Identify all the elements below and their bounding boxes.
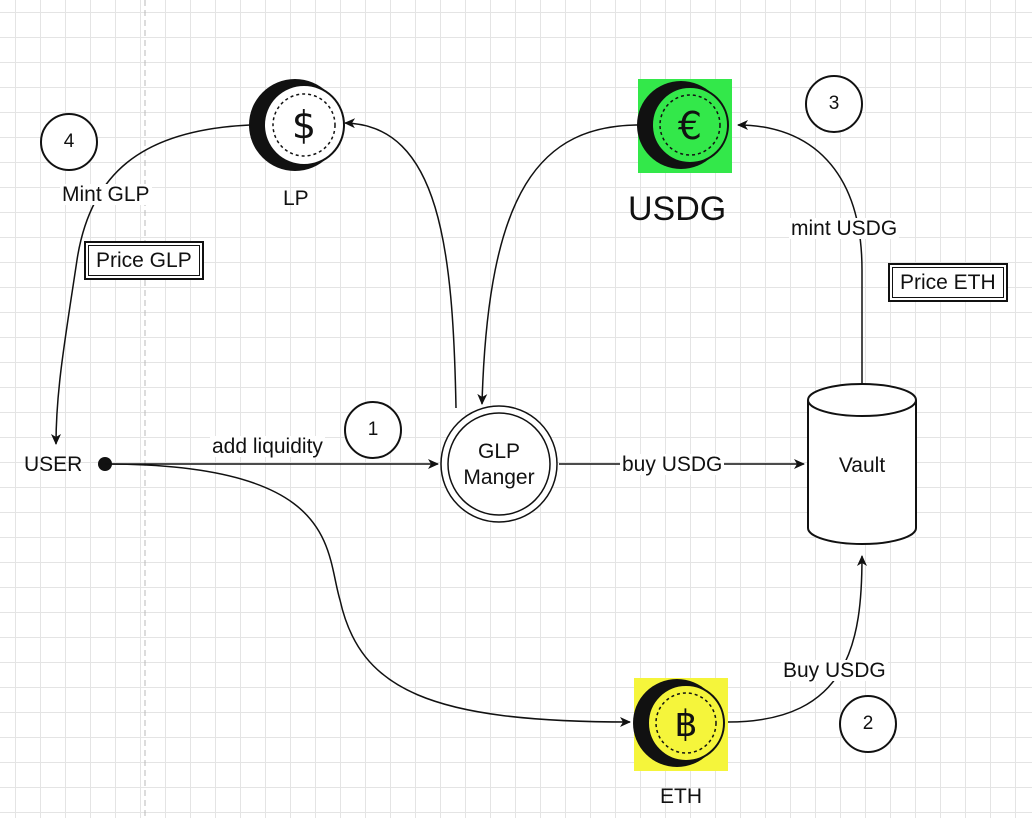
- vault-label: Vault: [838, 454, 886, 477]
- price-glp-text: Price GLP: [88, 245, 200, 276]
- edge-user-eth: [104, 463, 631, 727]
- usdg-coin-icon: [637, 81, 729, 169]
- step-4-badge: 4: [40, 113, 98, 171]
- mint-glp-label: Mint GLP: [60, 183, 152, 206]
- edge-lp-user: [51, 124, 251, 445]
- usdg-coin-symbol: €: [678, 104, 702, 148]
- edge-eth-vault: [727, 555, 867, 723]
- price-eth-box[interactable]: Price ETH: [888, 263, 1008, 302]
- step-2-badge: 2: [839, 695, 897, 753]
- step-3-badge: 3: [805, 75, 863, 133]
- glp-manager-line2: Manger: [463, 466, 535, 490]
- buy-usdg-label: buy USDG: [620, 453, 725, 476]
- step-1-badge: 1: [344, 401, 402, 459]
- add-liquidity-label: add liquidity: [210, 435, 325, 458]
- edge-glp-manager-lp: [344, 118, 457, 409]
- vault-node[interactable]: [807, 383, 917, 545]
- eth-coin-icon: [633, 679, 725, 767]
- mint-usdg-label: mint USDG: [789, 217, 900, 240]
- eth-coin-symbol: ฿: [675, 704, 698, 745]
- glp-manager-text: GLP Manger: [449, 439, 549, 492]
- edge-mint-usdg: [737, 120, 863, 383]
- eth-label: ETH: [660, 785, 702, 808]
- edge-usdg-glp-manager: [477, 124, 641, 405]
- buy-usdg-eth-label: Buy USDG: [781, 659, 888, 682]
- usdg-label: USDG: [628, 190, 727, 228]
- user-label: USER: [24, 453, 83, 476]
- glp-manager-node[interactable]: [440, 405, 558, 523]
- glp-manager-line1: GLP: [477, 440, 521, 463]
- lp-label: LP: [283, 187, 309, 210]
- price-glp-box[interactable]: Price GLP: [84, 241, 204, 280]
- lp-coin-icon: [249, 79, 345, 171]
- lp-coin-symbol: $: [292, 103, 316, 147]
- price-eth-text: Price ETH: [892, 267, 1004, 298]
